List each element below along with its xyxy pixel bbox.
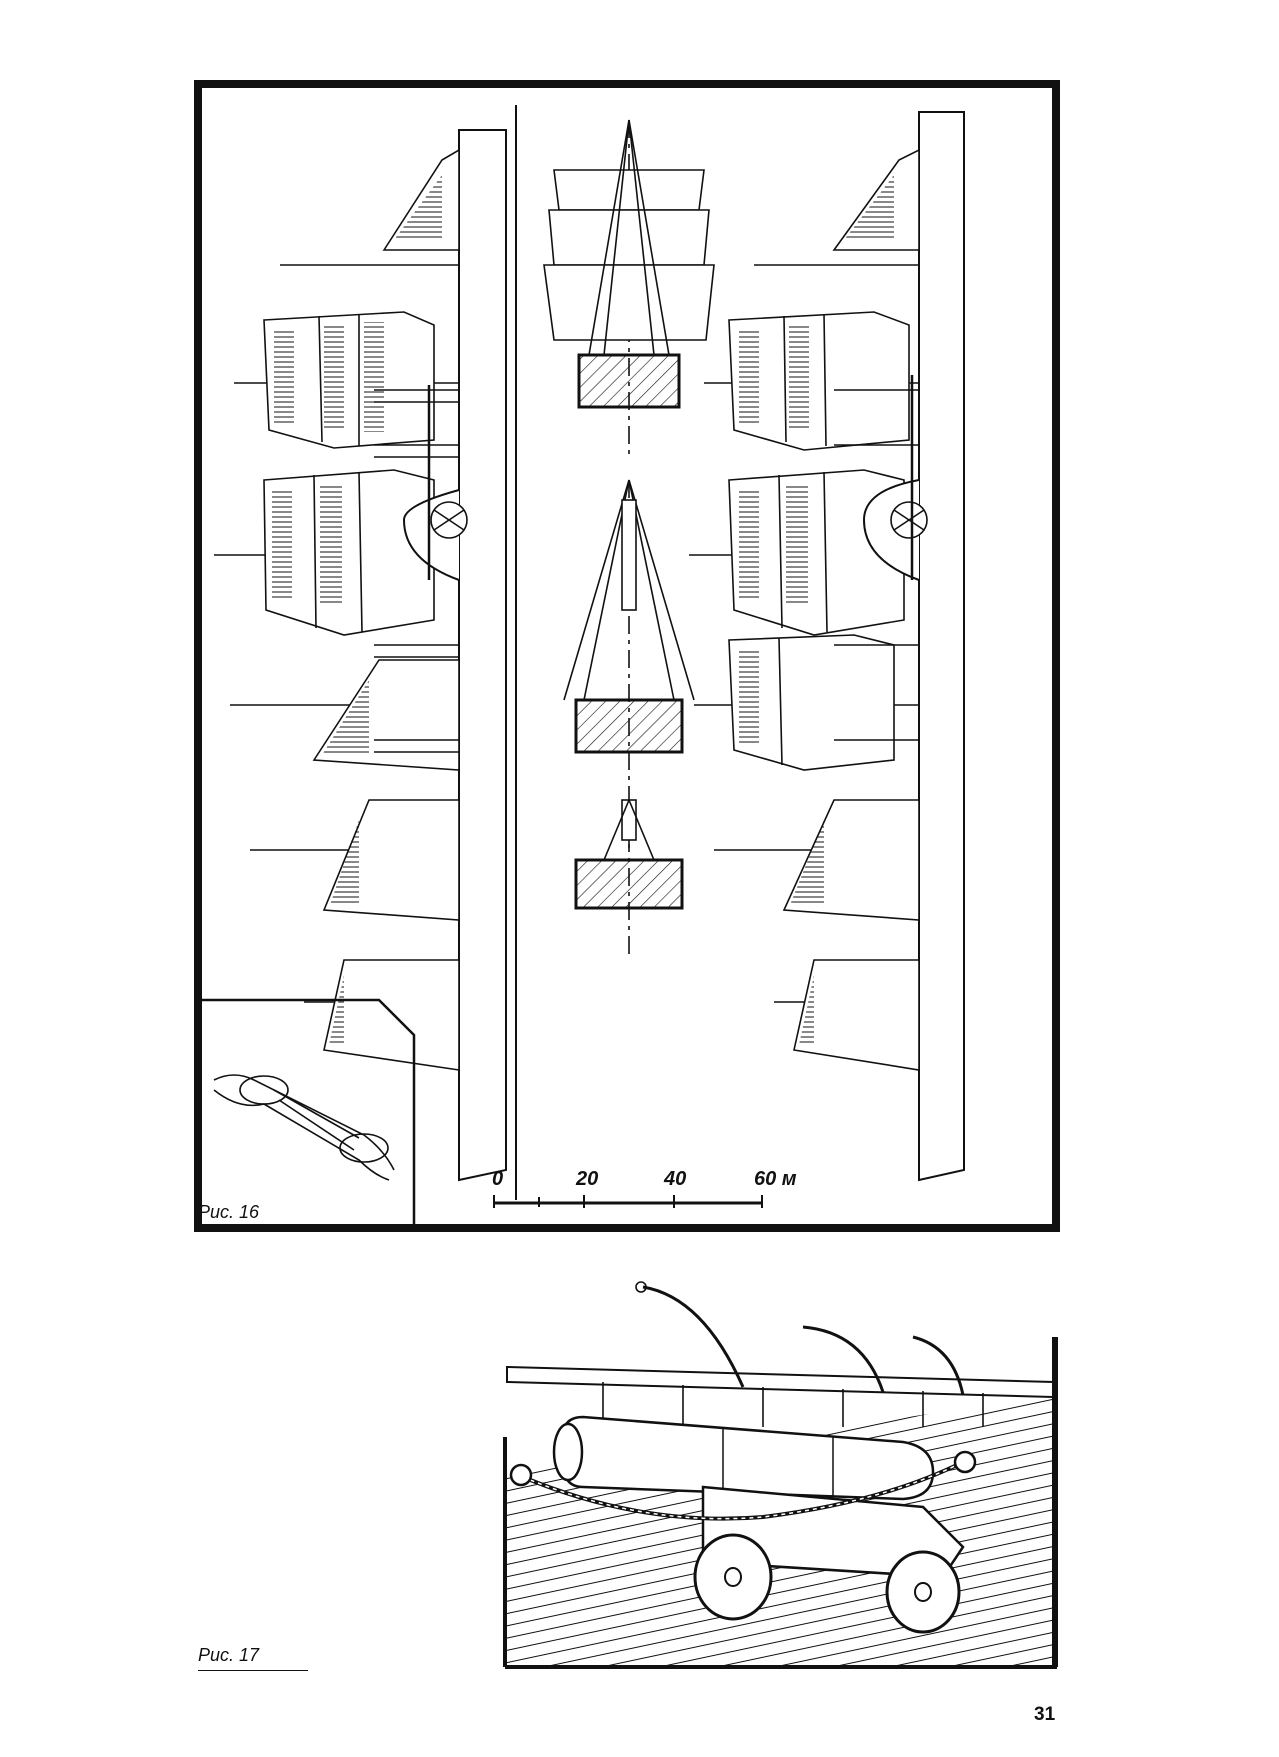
page-number: 31 <box>1034 1704 1056 1725</box>
figure-17-caption: Рис. 17 <box>198 1645 308 1671</box>
figure-16-caption: Рис. 16 <box>198 1202 308 1228</box>
scale-tick-0: 0 <box>492 1168 503 1190</box>
cannon-illustration <box>503 1281 1058 1669</box>
scale-tick-60: 60 м <box>754 1168 797 1190</box>
front-view-mast-2 <box>563 479 695 850</box>
scale-tick-40: 40 <box>663 1168 686 1190</box>
right-ship-side-view <box>689 111 965 1182</box>
scale-bar: 0 20 40 60 м <box>492 1168 797 1208</box>
sail-plan-drawing: 0 20 40 60 м <box>194 80 1060 1232</box>
left-ship-side-view <box>214 105 517 1200</box>
scale-tick-20: 20 <box>575 1168 598 1190</box>
front-view-mast-1 <box>543 119 715 460</box>
block-detail-inset <box>198 998 416 1228</box>
front-view-mast-3 <box>574 799 684 960</box>
